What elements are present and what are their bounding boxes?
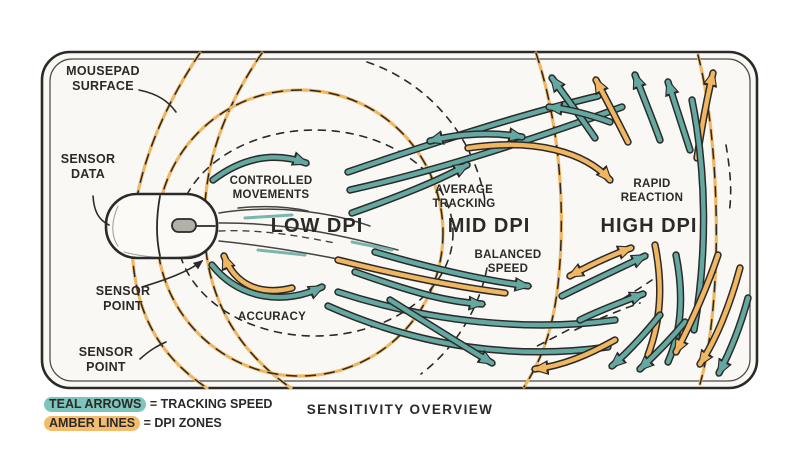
- callout-sensor-point-upper: SENSOR POINT: [95, 284, 151, 313]
- amber-swatch: AMBER LINES: [44, 416, 141, 431]
- diagram-title: SENSITIVITY OVERVIEW: [306, 402, 494, 417]
- teal-swatch: TEAL ARROWS: [44, 397, 147, 412]
- scroll-wheel: [171, 218, 197, 233]
- label-balanced-speed: BALANCED SPEED: [474, 249, 542, 275]
- mouse-illustration: [104, 192, 219, 260]
- callout-sensor-point-lower: SENSOR POINT: [78, 345, 134, 374]
- label-high-dpi: HIGH DPI: [600, 215, 698, 237]
- legend: TEAL ARROWS = TRACKING SPEED AMBER LINES…: [44, 397, 272, 435]
- callout-sensor-data: SENSOR DATA: [60, 152, 116, 181]
- label-average-tracking: AVERAGE TRACKING: [432, 184, 496, 210]
- callout-mousepad-surface: MOUSEPAD SURFACE: [66, 64, 140, 93]
- legend-item-amber-lines: AMBER LINES = DPI ZONES: [44, 416, 272, 431]
- label-mid-dpi: MID DPI: [447, 215, 531, 237]
- legend-item-teal-arrows: TEAL ARROWS = TRACKING SPEED: [44, 397, 272, 412]
- label-accuracy: ACCURACY: [237, 311, 307, 323]
- callout-connectors: [92, 89, 204, 360]
- legend-amber-text: = DPI ZONES: [143, 416, 222, 430]
- tracking-arrows: [208, 68, 752, 377]
- legend-teal-text: = TRACKING SPEED: [149, 397, 273, 411]
- label-low-dpi: LOW DPI: [270, 215, 364, 237]
- label-controlled-movements: CONTROLLED MOVEMENTS: [229, 175, 313, 201]
- label-rapid-reaction: RAPID REACTION: [620, 178, 684, 204]
